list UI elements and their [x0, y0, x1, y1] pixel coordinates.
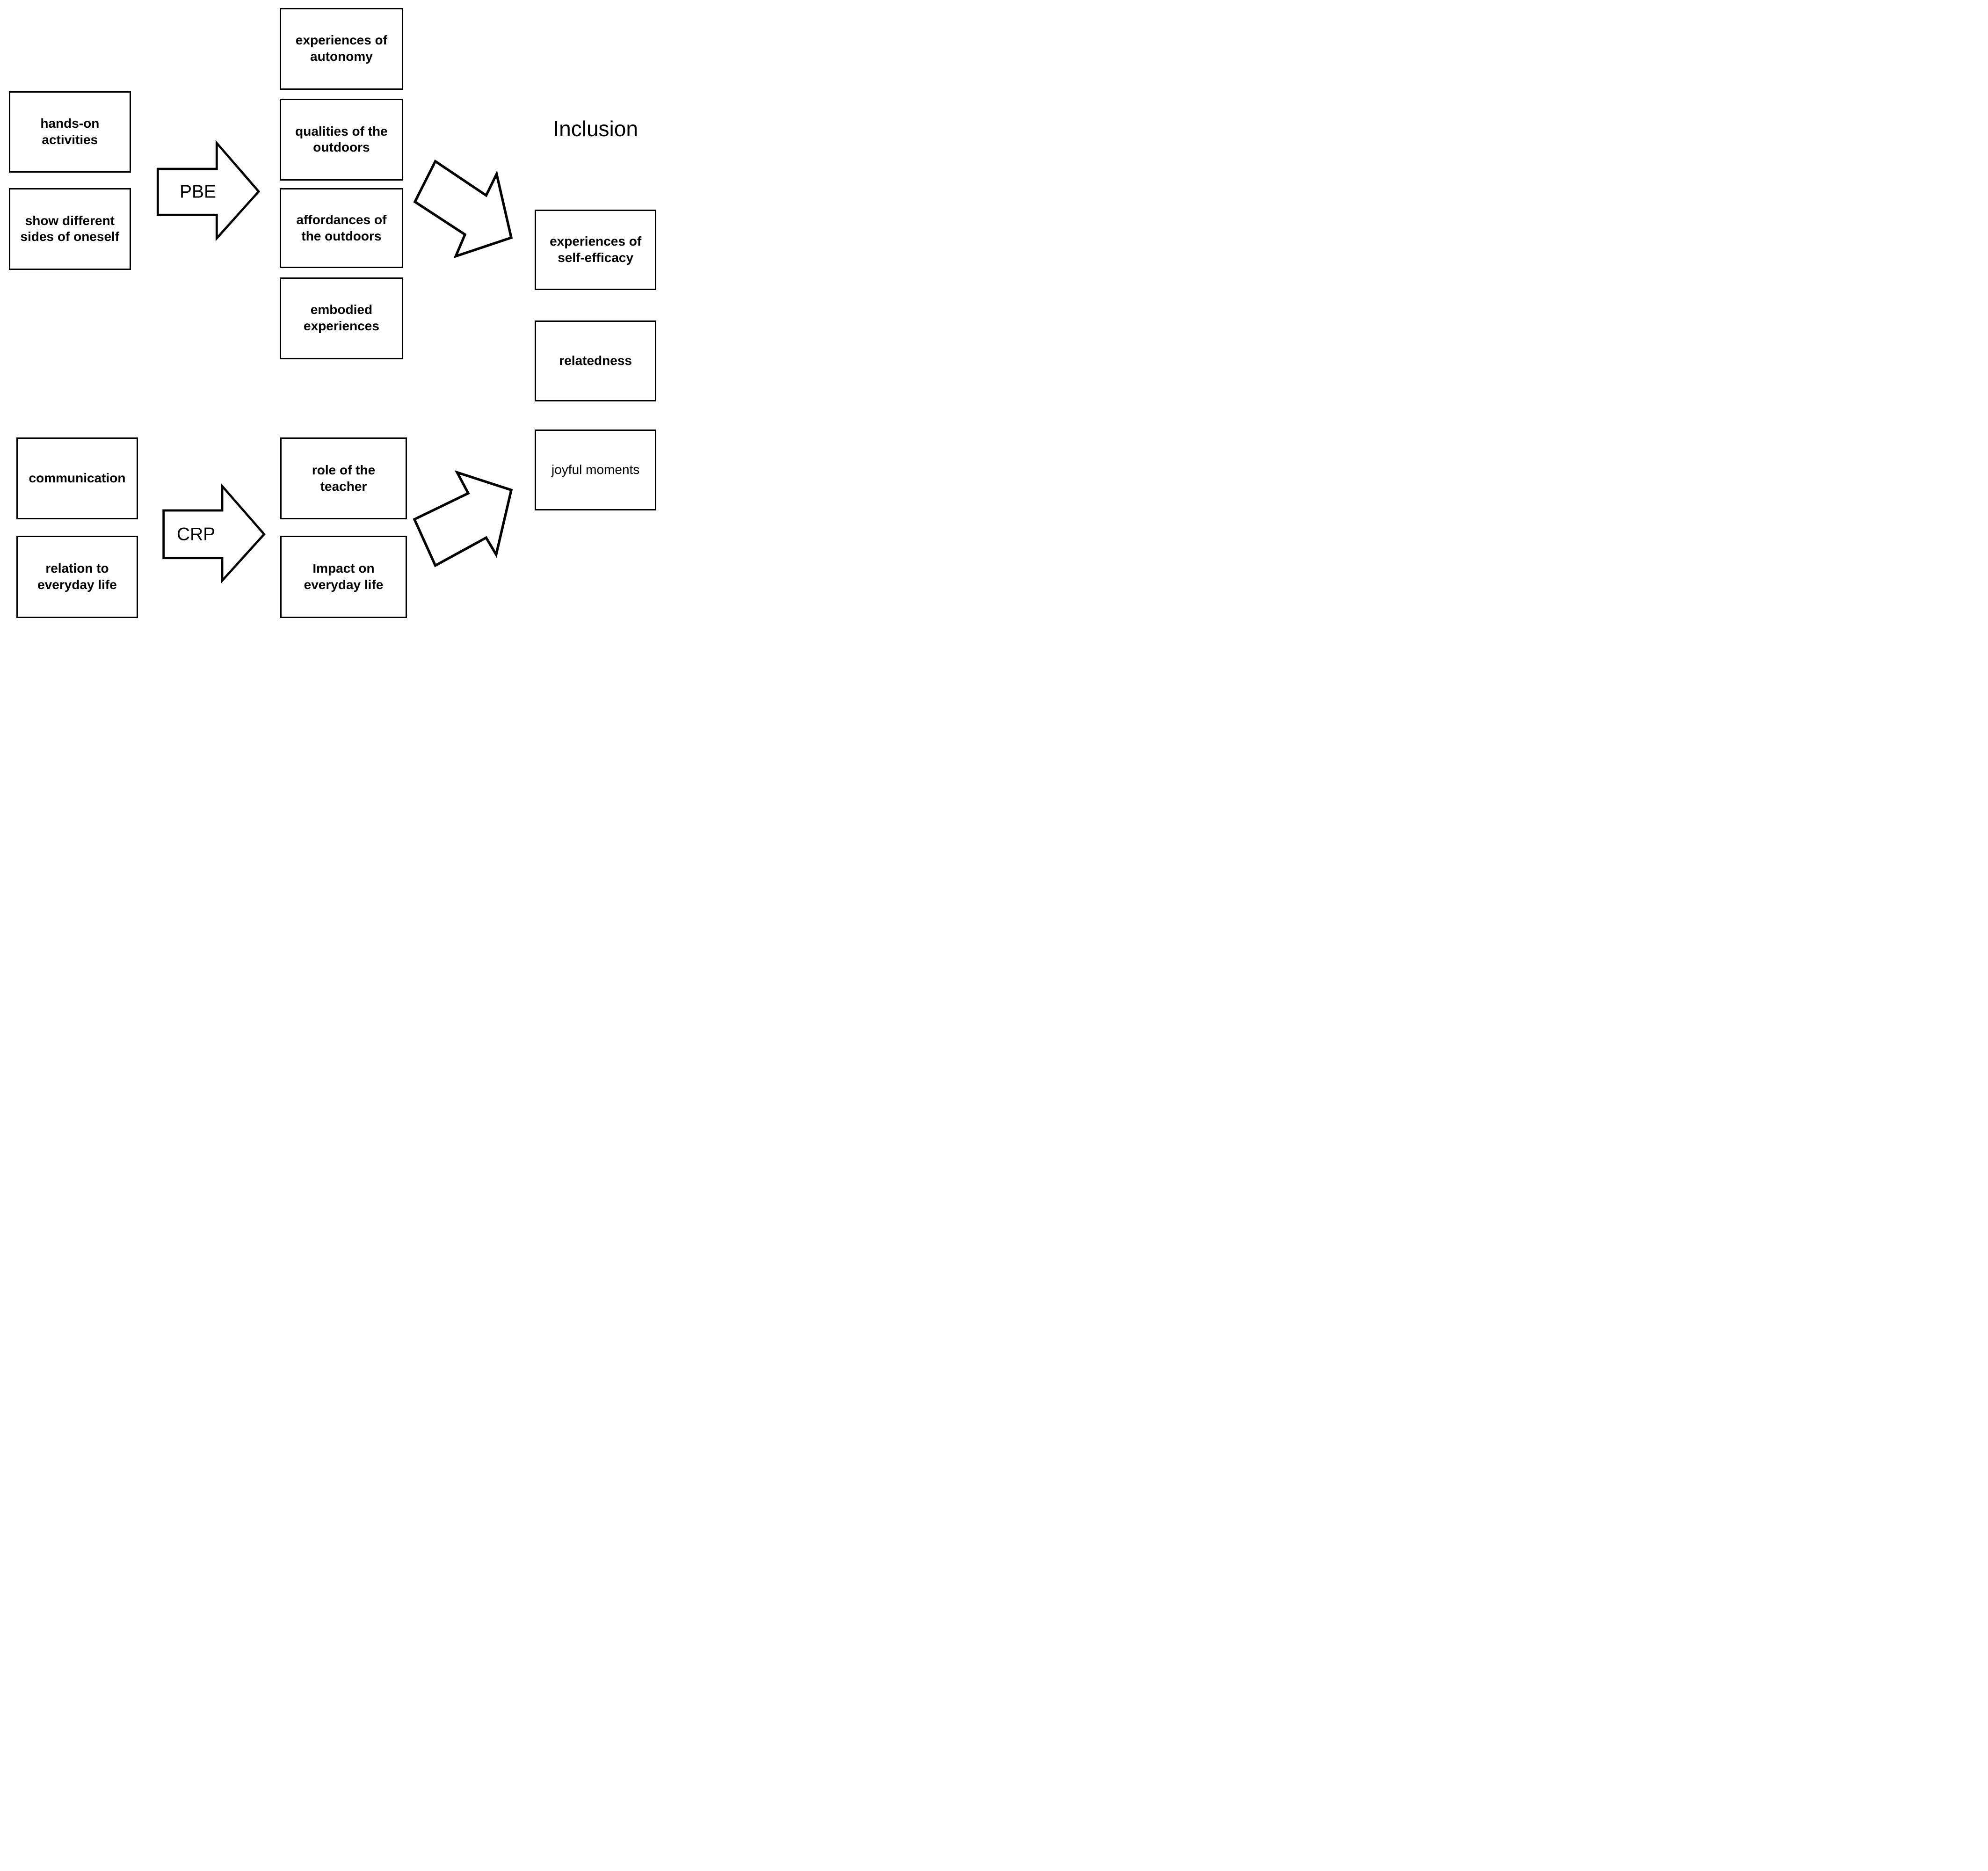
crp-arrow-icon	[162, 483, 266, 584]
arrow-layer: PBE CRP	[156, 140, 513, 584]
box-relatedness: relatedness	[535, 320, 657, 401]
box-hands-on-activities: hands-on activities	[8, 91, 131, 173]
arrow-to-inclusion-top-icon	[413, 159, 513, 259]
box-joyful-moments: joyful moments	[535, 430, 657, 510]
box-role-of-the-teacher: role of the teacher	[280, 437, 407, 519]
box-impact-on-everyday-life: Impact on everyday life	[280, 536, 407, 619]
box-show-different-sides: show different sides of oneself	[8, 188, 131, 270]
pbe-arrow-label: PBE	[180, 182, 216, 202]
inclusion-title: Inclusion	[553, 116, 638, 141]
pbe-arrow-icon	[156, 140, 261, 241]
box-communication: communication	[16, 437, 138, 519]
box-affordances-of-the-outdoors: affordances of the outdoors	[280, 188, 403, 269]
arrow-to-inclusion-bottom-icon	[413, 470, 513, 568]
box-embodied-experiences: embodied experiences	[280, 277, 403, 359]
box-experiences-of-self-efficacy: experiences of self-efficacy	[535, 209, 657, 290]
diagram-canvas: PBE CRP Inclusion hands-on activities sh…	[0, 0, 663, 624]
box-experiences-of-autonomy: experiences of autonomy	[280, 7, 403, 90]
crp-arrow-label: CRP	[177, 524, 215, 545]
box-qualities-of-the-outdoors: qualities of the outdoors	[280, 99, 403, 181]
box-relation-to-everyday-life: relation to everyday life	[16, 536, 138, 619]
